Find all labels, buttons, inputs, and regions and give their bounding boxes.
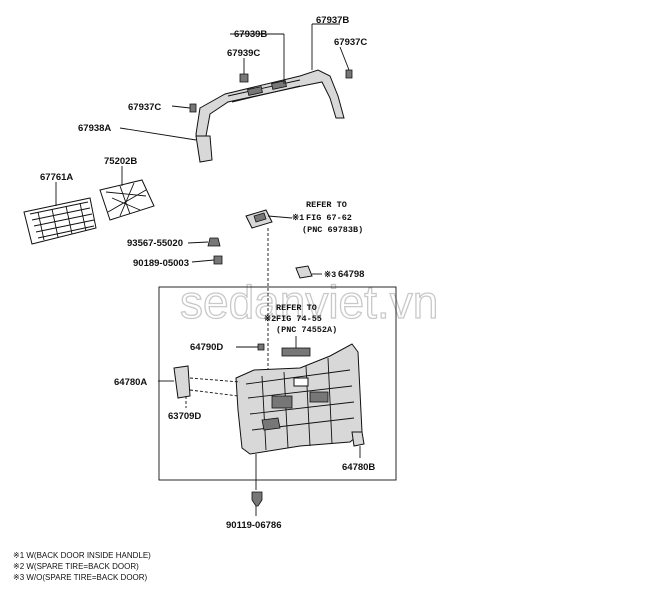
clip-90119 bbox=[251, 491, 263, 507]
screw-90189 bbox=[213, 255, 223, 265]
part-64798 bbox=[295, 265, 313, 279]
label-64798: 64798 bbox=[338, 269, 364, 280]
label-93567: 93567-55020 bbox=[127, 238, 183, 249]
label-90119: 90119-06786 bbox=[226, 520, 281, 531]
upper-garnish-assembly bbox=[189, 69, 353, 163]
label-90189: 90189-05003 bbox=[133, 258, 189, 269]
clip-93567 bbox=[207, 237, 221, 247]
label-67938A: 67938A bbox=[78, 123, 111, 134]
svg-text:REFER TO: REFER TO bbox=[306, 200, 347, 210]
label-64780A: 64780A bbox=[114, 377, 147, 388]
footnote-1: ※1 W(BACK DOOR INSIDE HANDLE) bbox=[13, 551, 151, 560]
label-64790D: 64790D bbox=[190, 342, 223, 353]
label-67937C-top: 67937C bbox=[334, 37, 367, 48]
label-67939B: 67939B bbox=[234, 29, 267, 40]
svg-text:(PNC 74552A): (PNC 74552A) bbox=[276, 325, 337, 335]
svg-text:FIG 67-62: FIG 67-62 bbox=[306, 213, 352, 223]
spare-tire-plate bbox=[281, 347, 311, 357]
reference-fig-67-62: REFER TO ※1 FIG 67-62 (PNC 69783B) bbox=[292, 200, 363, 235]
grille-67761A bbox=[23, 197, 97, 245]
svg-text:(PNC 69783B): (PNC 69783B) bbox=[302, 225, 363, 235]
dashed-64780A bbox=[189, 377, 241, 397]
svg-text:FIG 74-55: FIG 74-55 bbox=[276, 314, 322, 324]
cover-75202B bbox=[99, 179, 155, 221]
svg-text:※1: ※1 bbox=[292, 213, 304, 223]
label-75202B: 75202B bbox=[104, 156, 137, 167]
part-64780B bbox=[351, 431, 365, 447]
label-67937C-left: 67937C bbox=[128, 102, 161, 113]
part-64780A bbox=[173, 365, 191, 399]
footnote-2: ※2 W(SPARE TIRE=BACK DOOR) bbox=[13, 562, 139, 571]
label-63709D: 63709D bbox=[168, 411, 201, 422]
top-leaders bbox=[119, 23, 350, 141]
inside-handle bbox=[245, 209, 293, 376]
label-67939C: 67939C bbox=[227, 48, 260, 59]
footnote-3: ※3 W/O(SPARE TIRE=BACK DOOR) bbox=[13, 573, 148, 582]
label-64780B: 64780B bbox=[342, 462, 375, 473]
clip-64790D bbox=[257, 343, 265, 351]
label-67761A: 67761A bbox=[40, 172, 73, 183]
panel-group-box bbox=[158, 286, 397, 481]
leader-90189 bbox=[191, 259, 215, 263]
svg-text:REFER TO: REFER TO bbox=[276, 303, 317, 313]
label-67937B: 67937B bbox=[316, 15, 349, 26]
svg-text:※2: ※2 bbox=[264, 314, 276, 324]
back-door-trim-board bbox=[235, 343, 363, 455]
mark-3: ※3 bbox=[324, 270, 336, 280]
reference-fig-74-55: REFER TO ※2 FIG 74-55 (PNC 74552A) bbox=[264, 303, 337, 335]
leader-93567 bbox=[187, 241, 209, 244]
